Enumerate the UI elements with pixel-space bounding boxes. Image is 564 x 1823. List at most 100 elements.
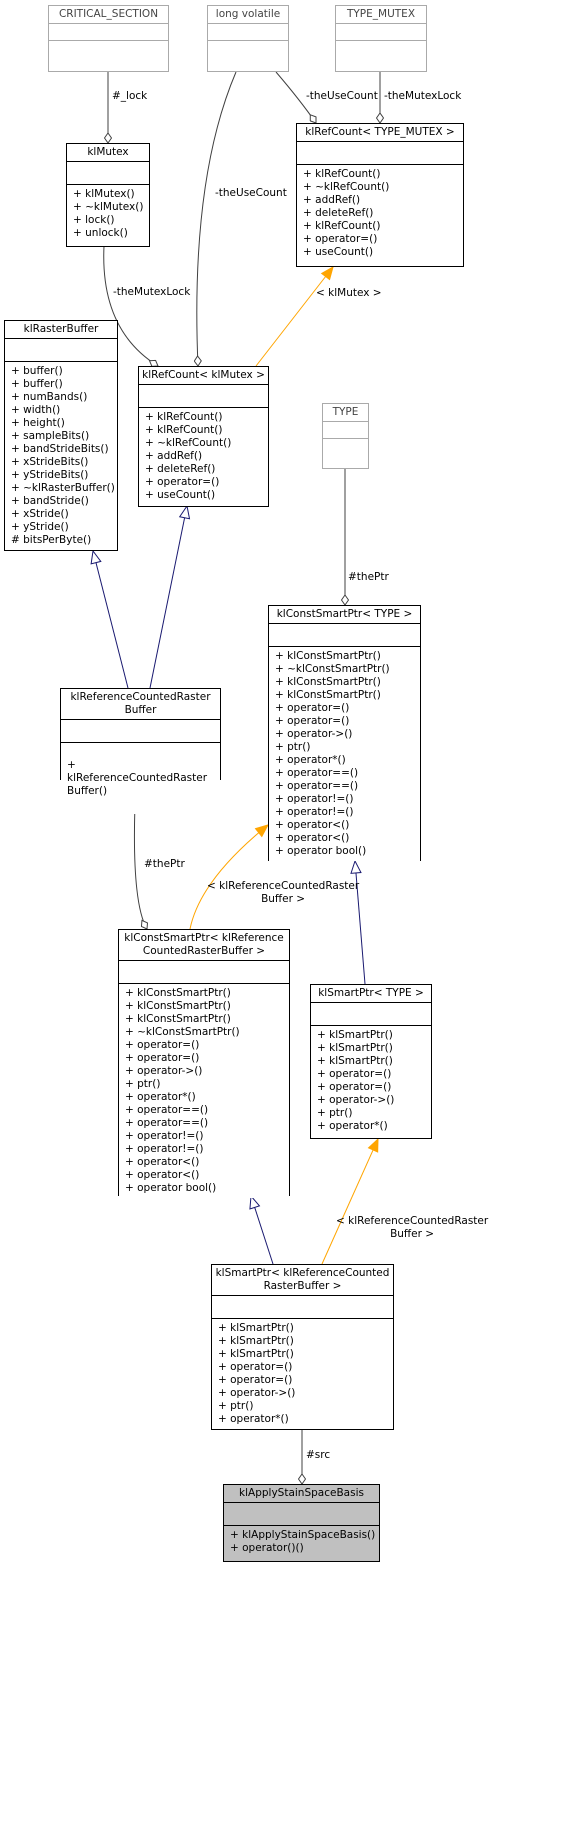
edge-label-src: #src bbox=[306, 1449, 331, 1461]
method: + operator==() bbox=[275, 767, 359, 779]
class-klconstsmartptr-type[interactable]: klConstSmartPtr< TYPE > + klConstSmartPt… bbox=[268, 605, 421, 861]
methods-section bbox=[208, 40, 288, 57]
edge-label-lock: #_lock bbox=[112, 90, 148, 102]
method: + operator*() bbox=[125, 1091, 196, 1103]
method: + operator()() bbox=[230, 1542, 304, 1554]
method: + klConstSmartPtr() bbox=[125, 1000, 231, 1012]
edge-usecount-b bbox=[197, 71, 237, 366]
method: + operator==() bbox=[275, 780, 359, 792]
edge-template-constsmartptr bbox=[189, 825, 268, 930]
class-name: klRasterBuffer bbox=[23, 323, 99, 335]
class-name: klConstSmartPtr< TYPE > bbox=[276, 608, 413, 620]
method: + operator!=() bbox=[125, 1143, 204, 1155]
class-name: klMutex bbox=[87, 146, 129, 158]
class-name: TYPE_MUTEX bbox=[346, 8, 416, 20]
method: + addRef() bbox=[145, 450, 203, 462]
method: + klConstSmartPtr() bbox=[275, 676, 381, 688]
method: + deleteRef() bbox=[145, 463, 216, 475]
method: + klConstSmartPtr() bbox=[275, 650, 381, 662]
attributes-section bbox=[224, 1502, 379, 1525]
methods-section bbox=[336, 40, 426, 57]
method: + klSmartPtr() bbox=[218, 1335, 294, 1347]
method: + klSmartPtr() bbox=[218, 1322, 294, 1334]
class-klsmartptr-rcrb[interactable]: klSmartPtr< klReferenceCounted RasterBuf… bbox=[211, 1264, 394, 1430]
method: + klSmartPtr() bbox=[317, 1029, 393, 1041]
edge-inherit-rasterbuffer bbox=[93, 551, 129, 689]
method: + operator==() bbox=[125, 1117, 209, 1129]
class-critical-section[interactable]: CRITICAL_SECTION bbox=[48, 5, 169, 72]
method: + unlock() bbox=[73, 227, 128, 239]
method: + operator*() bbox=[218, 1413, 289, 1425]
methods-section: + klMutex() + ~klMutex() + lock() + unlo… bbox=[67, 184, 149, 243]
edge-label-mutexlock-b: -theMutexLock bbox=[113, 286, 191, 298]
method: + klMutex() bbox=[73, 188, 135, 200]
attributes-section bbox=[323, 421, 368, 438]
method: + ptr() bbox=[125, 1078, 161, 1090]
method: + operator==() bbox=[125, 1104, 209, 1116]
method: + operator=() bbox=[317, 1068, 392, 1080]
edge-inherit-constsmartptr-rcrb bbox=[251, 1196, 274, 1265]
edge-inherit-constsmartptr-type bbox=[355, 861, 366, 985]
method: + deleteRef() bbox=[303, 207, 374, 219]
method: + operator*() bbox=[275, 754, 346, 766]
class-klrasterbuffer[interactable]: klRasterBuffer + buffer() + buffer() + n… bbox=[4, 320, 118, 551]
class-name: klRefCount< klMutex > bbox=[142, 369, 265, 381]
class-long-volatile[interactable]: long volatile bbox=[207, 5, 289, 72]
methods-section: + klRefCount() + ~klRefCount() + addRef(… bbox=[297, 164, 463, 262]
method: + useCount() bbox=[303, 246, 374, 258]
class-name: klSmartPtr< klReferenceCounted RasterBuf… bbox=[215, 1267, 390, 1292]
method: + yStrideBits() bbox=[11, 469, 89, 481]
class-klrefcount-type-mutex[interactable]: klRefCount< TYPE_MUTEX > + klRefCount() … bbox=[296, 123, 464, 267]
methods-section bbox=[323, 438, 368, 455]
edge-inherit-refcount bbox=[149, 506, 187, 689]
edge-label-usecount-b: -theUseCount bbox=[215, 187, 287, 199]
method: + operator<() bbox=[275, 819, 350, 831]
method: + operator->() bbox=[218, 1387, 296, 1399]
method: + operator!=() bbox=[125, 1130, 204, 1142]
method: + yStride() bbox=[11, 521, 69, 533]
method: + numBands() bbox=[11, 391, 88, 403]
class-type[interactable]: TYPE bbox=[322, 403, 369, 469]
class-type-mutex[interactable]: TYPE_MUTEX bbox=[335, 5, 427, 72]
method: + ptr() bbox=[218, 1400, 254, 1412]
method: # bitsPerByte() bbox=[11, 534, 92, 546]
edge-label-mutexlock-a: -theMutexLock bbox=[384, 90, 462, 102]
attributes-section bbox=[5, 338, 117, 361]
class-klsmartptr-type[interactable]: klSmartPtr< TYPE > + klSmartPtr() + klSm… bbox=[310, 984, 432, 1139]
edge-mutexlock-b bbox=[103, 245, 158, 366]
method: + ~klRefCount() bbox=[303, 181, 390, 193]
class-klreferencecountedrasterbuffer[interactable]: klReferenceCountedRaster Buffer + klRefe… bbox=[60, 688, 221, 814]
method: + klConstSmartPtr() bbox=[275, 689, 381, 701]
edge-label-rcrb-template-a: < klReferenceCountedRaster Buffer > bbox=[207, 880, 360, 905]
method: + operator=() bbox=[125, 1052, 200, 1064]
method: + ~klMutex() bbox=[73, 201, 144, 213]
method: + klReferenceCountedRaster Buffer() bbox=[67, 759, 208, 797]
method: + operator->() bbox=[317, 1094, 395, 1106]
methods-section: + klConstSmartPtr() + ~klConstSmartPtr()… bbox=[269, 646, 420, 861]
method: + xStrideBits() bbox=[11, 456, 89, 468]
class-name: TYPE bbox=[332, 406, 359, 418]
method: + klRefCount() bbox=[145, 411, 223, 423]
class-klapplystainspacebasis[interactable]: klApplyStainSpaceBasis + klApplyStainSpa… bbox=[223, 1484, 380, 1562]
method: + sampleBits() bbox=[11, 430, 90, 442]
methods-section: + klSmartPtr() + klSmartPtr() + klSmartP… bbox=[311, 1025, 431, 1136]
class-name: CRITICAL_SECTION bbox=[58, 8, 159, 20]
methods-section bbox=[49, 40, 168, 57]
class-klconstsmartptr-rcrb[interactable]: klConstSmartPtr< klReference CountedRast… bbox=[118, 929, 290, 1198]
method: + operator!=() bbox=[275, 793, 354, 805]
method: + ~klConstSmartPtr() bbox=[275, 663, 390, 675]
method: + addRef() bbox=[303, 194, 361, 206]
class-name: klApplyStainSpaceBasis bbox=[224, 1485, 379, 1502]
method: + operator->() bbox=[125, 1065, 203, 1077]
method: + xStride() bbox=[11, 508, 69, 520]
method: + ~klRefCount() bbox=[145, 437, 232, 449]
edge-label-usecount-a: -theUseCount bbox=[306, 90, 378, 102]
attributes-section bbox=[61, 719, 220, 742]
class-klrefcount-klmutex[interactable]: klRefCount< klMutex > + klRefCount() + k… bbox=[138, 366, 269, 507]
method: + useCount() bbox=[145, 489, 216, 501]
method: + ptr() bbox=[275, 741, 311, 753]
class-klmutex[interactable]: klMutex + klMutex() + ~klMutex() + lock(… bbox=[66, 143, 150, 247]
method: + klRefCount() bbox=[303, 168, 381, 180]
method: + operator<() bbox=[125, 1169, 200, 1181]
